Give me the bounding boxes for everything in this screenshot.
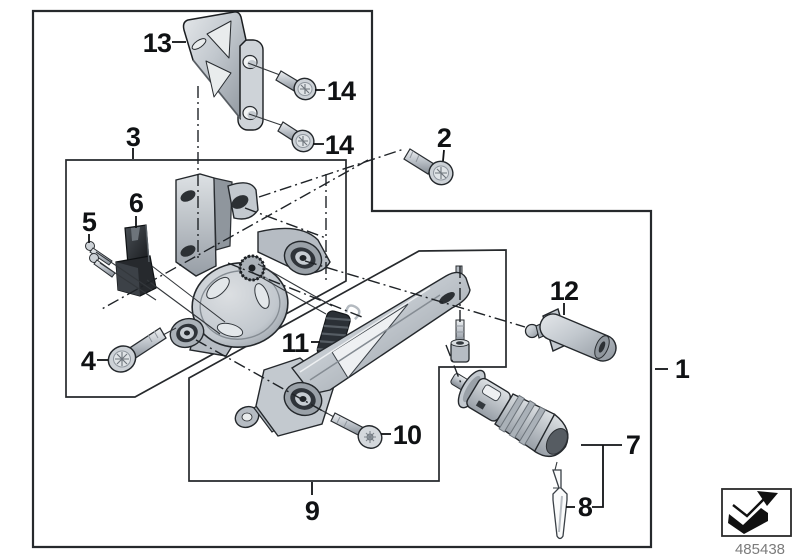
callout-10[interactable]: 10 xyxy=(393,420,422,450)
callout-14b[interactable]: 14 xyxy=(325,130,355,160)
part-13-guard-plate xyxy=(182,11,264,131)
callout-8[interactable]: 8 xyxy=(578,492,594,522)
sub-group-box-9 xyxy=(188,249,507,482)
screw-5-pair xyxy=(85,241,157,301)
callout-6[interactable]: 6 xyxy=(129,188,145,218)
footer-thumbnail-box[interactable] xyxy=(721,488,792,537)
part-7-footpeg xyxy=(450,369,569,458)
callout-3[interactable]: 3 xyxy=(126,122,142,152)
callout-14a[interactable]: 14 xyxy=(327,76,357,106)
callout-1[interactable]: 1 xyxy=(675,354,691,384)
callout-5[interactable]: 5 xyxy=(82,207,98,237)
leader-part6-b xyxy=(146,279,221,335)
part-3-footrest-bracket xyxy=(169,173,331,357)
part-6-stop-bracket xyxy=(115,224,157,297)
screw-2 xyxy=(403,148,454,186)
screw-14-bottom xyxy=(248,113,315,153)
socket-bolt xyxy=(450,319,470,363)
screw-14-top xyxy=(247,62,317,101)
leader-spring-b xyxy=(251,271,327,315)
part-12-pivot-pin xyxy=(524,308,617,362)
image-number: 485438 xyxy=(735,541,785,558)
centerlines xyxy=(99,86,526,416)
callout-leaders xyxy=(88,41,668,508)
callout-13[interactable]: 13 xyxy=(143,28,173,58)
callout-11[interactable]: 11 xyxy=(282,328,311,358)
part-8-pin xyxy=(552,461,568,540)
bolt-4 xyxy=(107,327,177,373)
main-group-box-1 xyxy=(31,9,653,549)
callout-9[interactable]: 9 xyxy=(305,496,321,526)
callout-7[interactable]: 7 xyxy=(626,430,641,460)
bent-3d-arrow-icon xyxy=(728,491,778,534)
leader-part6-a xyxy=(151,265,226,323)
callout-2[interactable]: 2 xyxy=(437,123,452,153)
callout-4[interactable]: 4 xyxy=(81,346,97,376)
part-9-shift-lever xyxy=(234,265,471,437)
screw-10 xyxy=(309,403,383,449)
leader-spring-a xyxy=(257,263,333,307)
callout-12[interactable]: 12 xyxy=(550,276,579,306)
